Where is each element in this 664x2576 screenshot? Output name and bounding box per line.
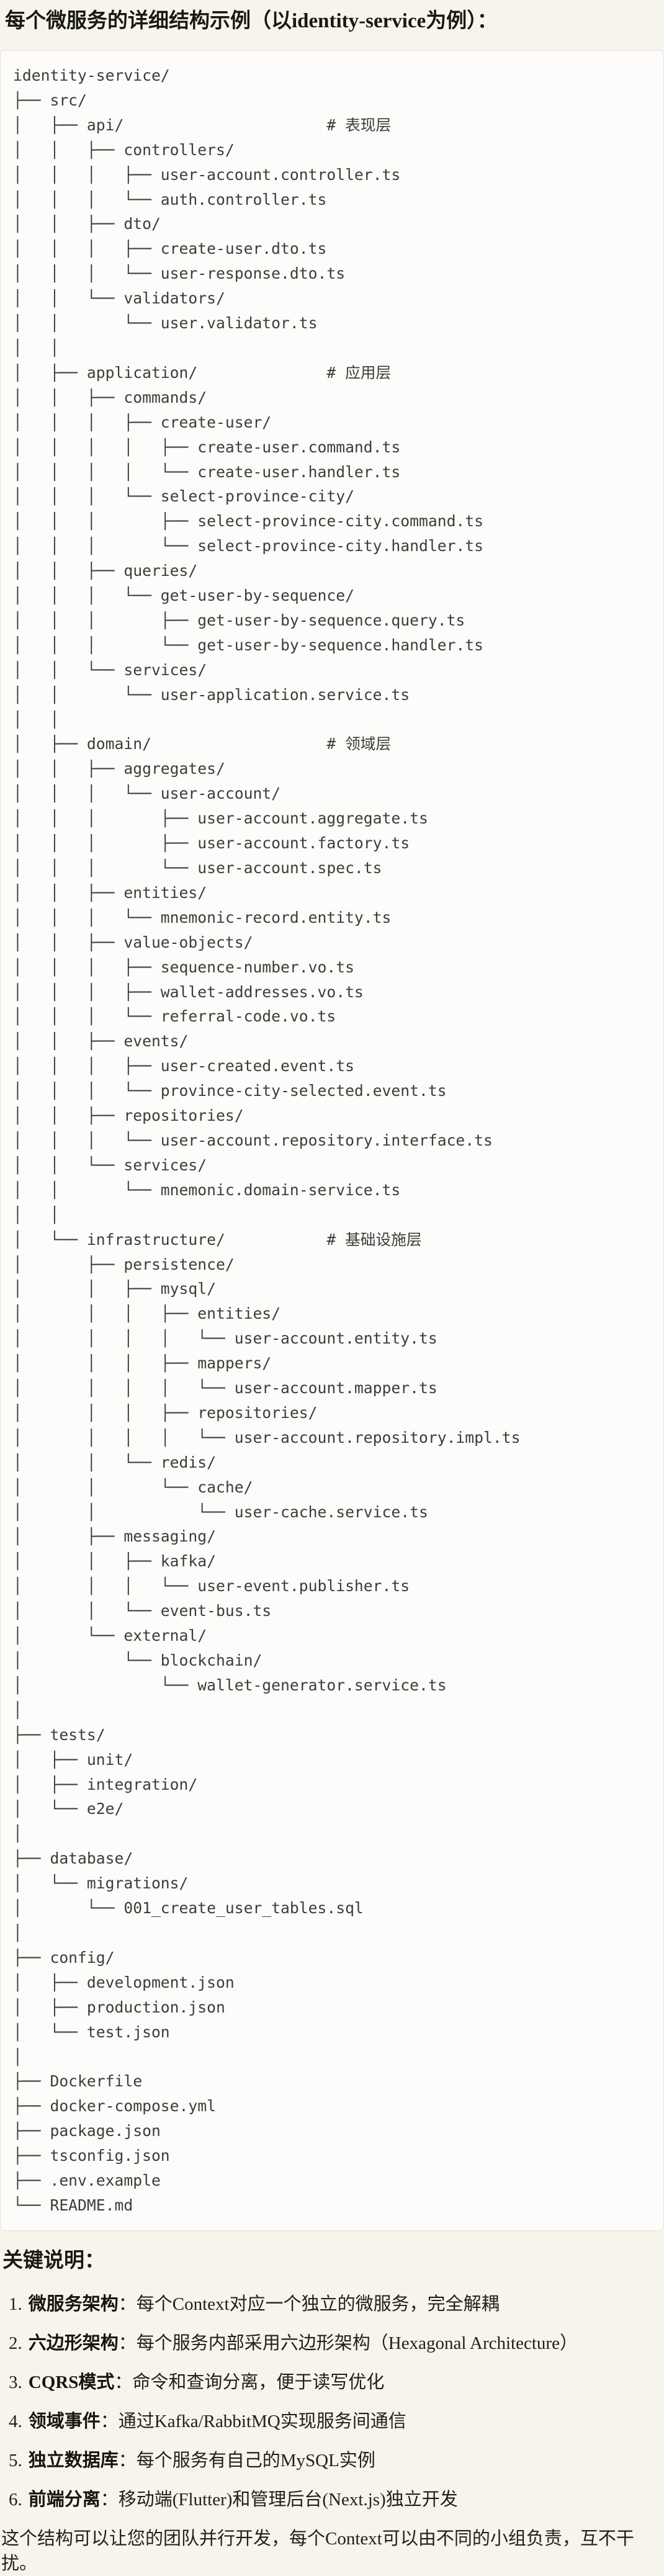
directory-tree-code-block: identity-service/ ├── src/ │ ├── api/ # … (0, 50, 664, 2231)
note-item-hexagonal: 2. 六边形架构：每个服务内部采用六边形架构（Hexagonal Architec… (9, 2331, 664, 2356)
note-text: ：每个服务内部采用六边形架构（Hexagonal Architecture） (118, 2333, 578, 2353)
note-item-domain-events: 4. 领域事件：通过Kafka/RabbitMQ实现服务间通信 (9, 2409, 664, 2434)
page-title: 每个微服务的详细结构示例（以identity-service为例）： (5, 10, 498, 32)
note-number: 2. (9, 2333, 22, 2353)
note-number: 1. (9, 2294, 22, 2314)
note-item-frontend-separation: 6. 前端分离：移动端(Flutter)和管理后台(Next.js)独立开发 (9, 2487, 664, 2512)
notes-heading: 关键说明： (2, 2249, 105, 2272)
note-number: 5. (9, 2450, 22, 2471)
note-text: ：每个服务有自己的MySQL实例 (118, 2450, 375, 2471)
closing-paragraph: 这个结构可以让您的团队并行开发，每个Context可以由不同的小组负责，互不干扰… (1, 2528, 634, 2574)
note-text: ：通过Kafka/RabbitMQ实现服务间通信 (100, 2411, 406, 2431)
note-text: ：命令和查询分离，便于读写优化 (114, 2372, 385, 2392)
note-number: 6. (9, 2489, 22, 2510)
note-item-cqrs: 3. CQRS模式：命令和查询分离，便于读写优化 (9, 2370, 664, 2395)
note-text: ：移动端(Flutter)和管理后台(Next.js)独立开发 (100, 2489, 458, 2510)
note-item-microservices: 1. 微服务架构：每个Context对应一个独立的微服务，完全解耦 (9, 2292, 664, 2317)
note-text: ：每个Context对应一个独立的微服务，完全解耦 (118, 2294, 500, 2314)
note-label: CQRS模式 (28, 2372, 115, 2392)
note-label: 独立数据库 (28, 2450, 119, 2471)
note-item-independent-db: 5. 独立数据库：每个服务有自己的MySQL实例 (9, 2448, 664, 2473)
note-label: 领域事件 (28, 2411, 101, 2431)
note-label: 微服务架构 (28, 2294, 119, 2314)
note-label: 六边形架构 (28, 2333, 119, 2353)
note-number: 3. (9, 2372, 22, 2392)
note-number: 4. (9, 2411, 22, 2431)
note-label: 前端分离 (28, 2489, 101, 2510)
